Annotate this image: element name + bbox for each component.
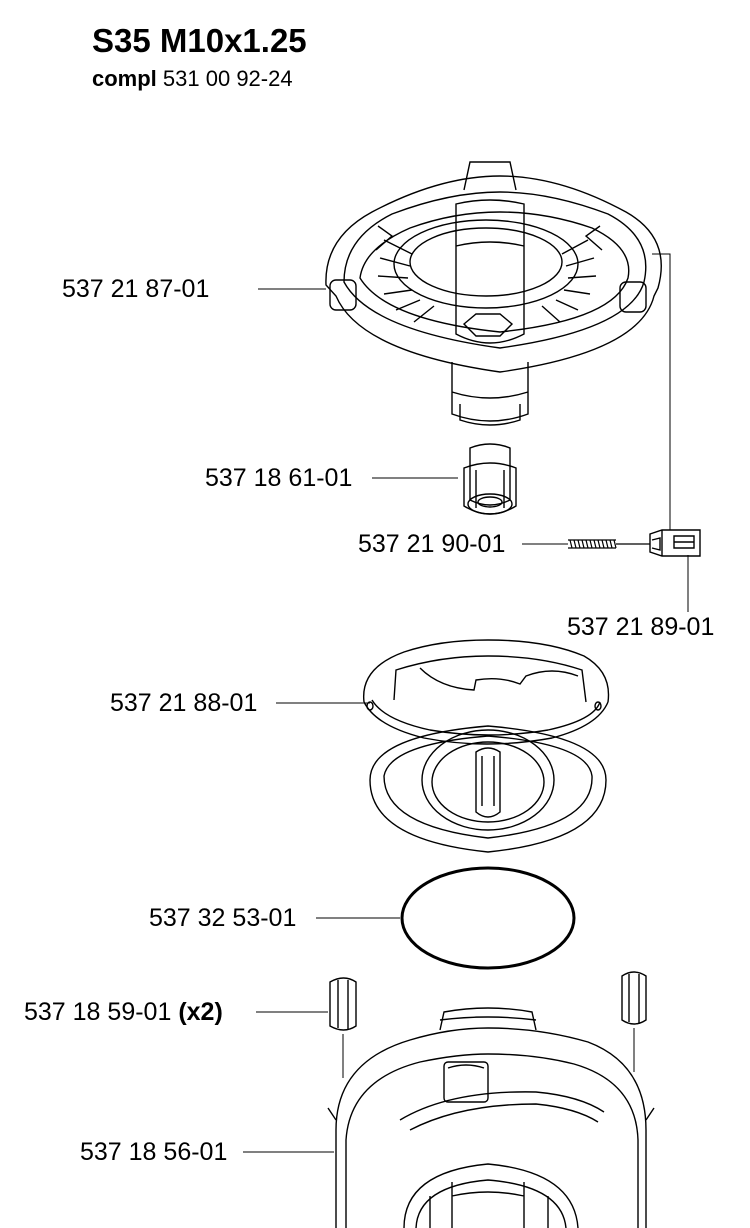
label-cover-part-number: 537 21 87-01 [62, 275, 210, 303]
leader-cover-to-clip [652, 253, 671, 530]
part-eyelet-right [622, 972, 646, 1072]
leader-lines [243, 253, 689, 1152]
eyelet-number: 537 18 59-01 [24, 998, 172, 1026]
part-spool [364, 640, 609, 852]
part-clip [650, 530, 700, 556]
assembly-number: compl 531 00 92-24 [92, 66, 293, 92]
part-spring [568, 540, 650, 548]
part-eyelet-left [330, 978, 356, 1078]
eyelet-quantity: (x2) [178, 998, 223, 1026]
label-housing-part-number: 537 18 56-01 [80, 1138, 228, 1166]
label-spool-part-number: 537 21 88-01 [110, 689, 258, 717]
label-o-ring-part-number: 537 32 53-01 [149, 904, 297, 932]
part-housing [328, 1008, 654, 1228]
assembly-label: compl [92, 66, 157, 91]
assembly-part-number: 531 00 92-24 [162, 66, 293, 91]
label-spring-part-number: 537 21 90-01 [358, 530, 506, 558]
part-nut [464, 444, 516, 514]
label-clip-part-number: 537 21 89-01 [567, 613, 715, 641]
part-cover [326, 162, 661, 425]
label-eyelet-part-number: 537 18 59-01 (x2) [24, 1000, 223, 1025]
part-o-ring [402, 868, 574, 968]
label-nut-part-number: 537 18 61-01 [205, 464, 353, 492]
diagram-title: S35 M10x1.25 [92, 22, 307, 59]
